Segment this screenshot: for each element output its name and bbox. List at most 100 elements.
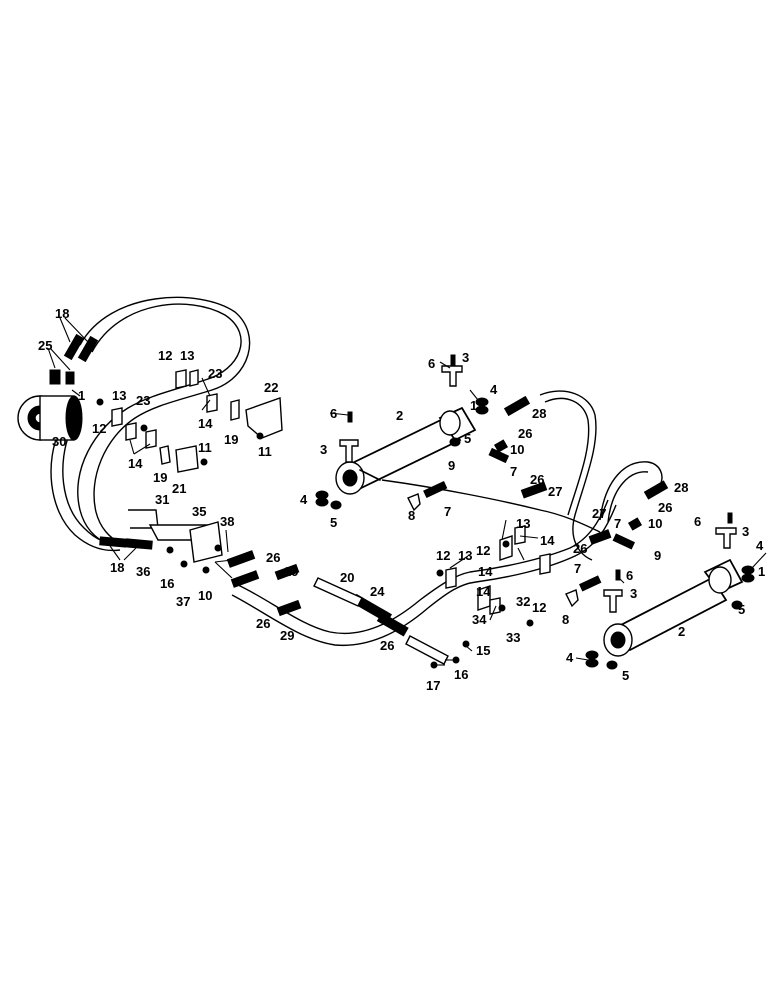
steering-cylinder-left [335, 406, 477, 495]
callout-37: 37 [176, 594, 190, 609]
callout-17: 17 [426, 678, 440, 693]
callout-6-d: 6 [626, 568, 633, 583]
callout-16-a: 16 [160, 576, 174, 591]
callout-6-a: 6 [428, 356, 435, 371]
callout-9-b: 9 [654, 548, 661, 563]
callout-29-b: 29 [280, 628, 294, 643]
callout-27-b: 27 [592, 506, 606, 521]
hose-middle [381, 479, 601, 533]
callout-labels: 18 25 1 30 12 13 23 22 13 12 23 14 19 11… [38, 306, 765, 693]
callout-3-b: 3 [320, 442, 327, 457]
callout-35: 35 [192, 504, 206, 519]
callout-29-a: 29 [284, 564, 298, 579]
hose-upper-loop-inner [79, 296, 251, 544]
callout-5-c: 5 [738, 602, 745, 617]
callout-3-d: 3 [630, 586, 637, 601]
steering-cylinder-right [603, 558, 744, 657]
callout-16-b: 16 [454, 667, 468, 682]
hose-lower-long-inner [231, 504, 617, 647]
callout-12-d: 12 [476, 543, 490, 558]
callout-5-d: 5 [622, 668, 629, 683]
callout-13-a: 13 [180, 348, 194, 363]
callout-3-a: 3 [462, 350, 469, 365]
callout-3-c: 3 [742, 524, 749, 539]
orbital-steering-valve [17, 369, 83, 441]
callout-8-b: 8 [562, 612, 569, 627]
callout-18-bottom: 18 [110, 560, 124, 575]
callout-28-b: 28 [674, 480, 688, 495]
callout-4-d: 4 [566, 650, 574, 665]
callout-28-mid: 26 [573, 541, 587, 556]
callout-7-c: 7 [614, 516, 621, 531]
callout-13-b: 13 [112, 388, 126, 403]
callout-11-b: 11 [198, 440, 212, 455]
callout-15: 15 [476, 643, 490, 658]
callout-5-a: 5 [464, 431, 471, 446]
callout-14-a: 14 [198, 416, 213, 431]
callout-26-a: 26 [266, 550, 280, 565]
callout-26-d: 26 [518, 426, 532, 441]
callout-14-b: 14 [128, 456, 143, 471]
callout-36: 36 [136, 564, 150, 579]
callout-7-a: 7 [510, 464, 517, 479]
callout-6-b: 6 [330, 406, 337, 421]
callout-6-c: 6 [694, 514, 701, 529]
hoses [50, 296, 663, 647]
callout-20: 20 [340, 570, 354, 585]
callout-28-a: 28 [532, 406, 546, 421]
callout-10-a: 10 [198, 588, 212, 603]
callout-31: 31 [155, 492, 169, 507]
callout-25: 25 [38, 338, 52, 353]
callout-22: 22 [264, 380, 278, 395]
hose-left-drop [50, 429, 121, 552]
callout-5-b: 5 [330, 515, 337, 530]
hose-left-drop-inner [62, 431, 123, 546]
callout-10-c: 10 [648, 516, 662, 531]
callout-1-b: 1 [470, 398, 477, 413]
callout-27-a: 27 [548, 484, 562, 499]
hose-right-loop-inner [607, 471, 649, 523]
callout-2-b: 2 [678, 624, 685, 639]
callout-14-d: 14 [540, 533, 555, 548]
callout-26-b: 26 [256, 616, 270, 631]
callout-19-a: 19 [224, 432, 238, 447]
callout-11-a: 11 [258, 444, 272, 459]
callout-32: 32 [516, 594, 530, 609]
callout-12-b: 12 [92, 421, 106, 436]
leader-lines [47, 317, 767, 666]
callout-1-c: 1 [758, 564, 765, 579]
callout-12-a: 12 [158, 348, 172, 363]
callout-4-c: 4 [756, 538, 764, 553]
small-parts [63, 333, 755, 670]
callout-26-c: 26 [380, 638, 394, 653]
hose-right-loop [599, 461, 663, 521]
callout-2-a: 2 [396, 408, 403, 423]
callout-13-c: 13 [458, 548, 472, 563]
callout-38: 38 [220, 514, 234, 529]
callout-19-b: 19 [153, 470, 167, 485]
callout-23-b: 23 [136, 393, 150, 408]
hose-arc-right [539, 390, 597, 561]
callout-10-b: 10 [510, 442, 524, 457]
callout-23-a: 23 [208, 366, 222, 381]
callout-14-e: 14 [476, 584, 491, 599]
callout-18-top: 18 [55, 306, 69, 321]
callout-26-e: 26 [530, 472, 544, 487]
callout-12-e: 12 [532, 600, 546, 615]
callout-9-a: 9 [448, 458, 455, 473]
callout-1-valve: 1 [78, 388, 85, 403]
hose-lower-long [237, 499, 609, 635]
callout-34: 34 [472, 612, 487, 627]
callout-8-a: 8 [408, 508, 415, 523]
callout-12-c: 12 [436, 548, 450, 563]
callout-7-d: 7 [574, 561, 581, 576]
callout-7-b: 7 [444, 504, 451, 519]
callout-30: 30 [52, 434, 66, 449]
callout-21: 21 [172, 481, 186, 496]
callout-33: 33 [506, 630, 520, 645]
callout-4-b: 4 [300, 492, 308, 507]
callout-26-f: 26 [658, 500, 672, 515]
hose-arc-right-inner [544, 397, 590, 516]
callout-24: 24 [370, 584, 385, 599]
